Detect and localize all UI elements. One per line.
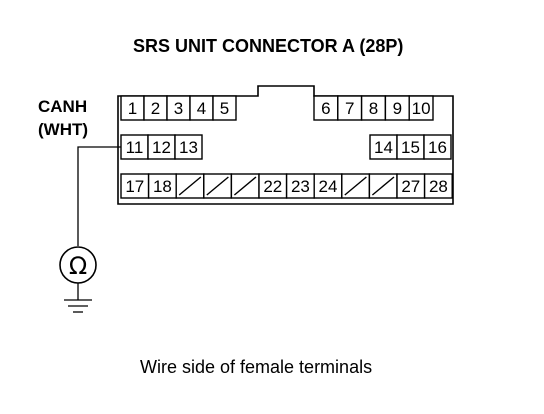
pin-cell-14: 14 [369,134,398,160]
pin-number: 8 [369,99,378,118]
pin-number: 3 [174,99,183,118]
pin-cell-24: 24 [313,173,343,199]
pin-number: 2 [151,99,160,118]
blank-pin-cell [341,173,371,199]
diagram-title: SRS UNIT CONNECTOR A (28P) [133,36,403,56]
wire-name-label: CANH [38,97,87,116]
pin-cell-16: 16 [423,134,452,160]
pin-cell-10: 10 [408,95,434,121]
pin-number: 6 [321,99,330,118]
ohmmeter-icon: Ω [59,246,97,284]
blank-pin-cell [175,173,205,199]
pin-cell-23: 23 [285,173,315,199]
blank-slash [344,176,367,196]
pin-cell-8: 8 [360,95,387,121]
pin-number: 4 [197,99,206,118]
pin-number: 28 [429,177,448,196]
pin-cell-13: 13 [174,134,203,160]
blank-slash [206,176,229,196]
pin-cell-1: 1 [120,95,145,121]
pin-number: 9 [393,99,402,118]
pin-number: 22 [263,177,282,196]
pin-cell-5: 5 [212,95,237,121]
pin-cell-12: 12 [147,134,176,160]
caption: Wire side of female terminals [140,357,372,377]
pin-number: 7 [345,99,354,118]
pin-number: 1 [128,99,137,118]
pin-number: 5 [220,99,229,118]
pin-cell-2: 2 [143,95,168,121]
pin-number: 12 [152,138,171,157]
pin-cell-3: 3 [166,95,191,121]
pin-cell-28: 28 [423,173,453,199]
ohm-symbol: Ω [69,252,87,280]
pin-number: 27 [401,177,420,196]
pin-number: 18 [153,177,172,196]
blank-pin-cell [203,173,233,199]
pin-number: 11 [126,138,144,157]
pin-cell-18: 18 [147,173,177,199]
pin-number: 23 [291,177,310,196]
blank-slash [178,176,202,196]
pin-number: 17 [125,177,144,196]
probe-wire [77,146,121,246]
pin-cell-17: 17 [120,173,150,199]
pin-number: 13 [179,138,198,157]
pin-number: 24 [319,177,338,196]
pin-cell-9: 9 [384,95,410,121]
blank-slash [233,176,257,196]
pin-number: 10 [412,99,431,118]
wire-color-label: (WHT) [38,120,88,139]
ground-icon [64,283,92,313]
pin-cell-4: 4 [189,95,214,121]
pin-cell-7: 7 [337,95,363,121]
blank-pin-cell [230,173,260,199]
blank-pin-cell [368,173,398,199]
pin-number: 16 [428,138,447,157]
pin-number: 14 [374,138,393,157]
pin-cell-27: 27 [396,173,426,199]
pin-cell-22: 22 [258,173,288,199]
pin-cell-6: 6 [313,95,339,121]
pin-number: 15 [401,138,420,157]
pin-cell-11: 11 [120,134,149,160]
pin-cell-15: 15 [396,134,425,160]
blank-slash [371,176,395,196]
